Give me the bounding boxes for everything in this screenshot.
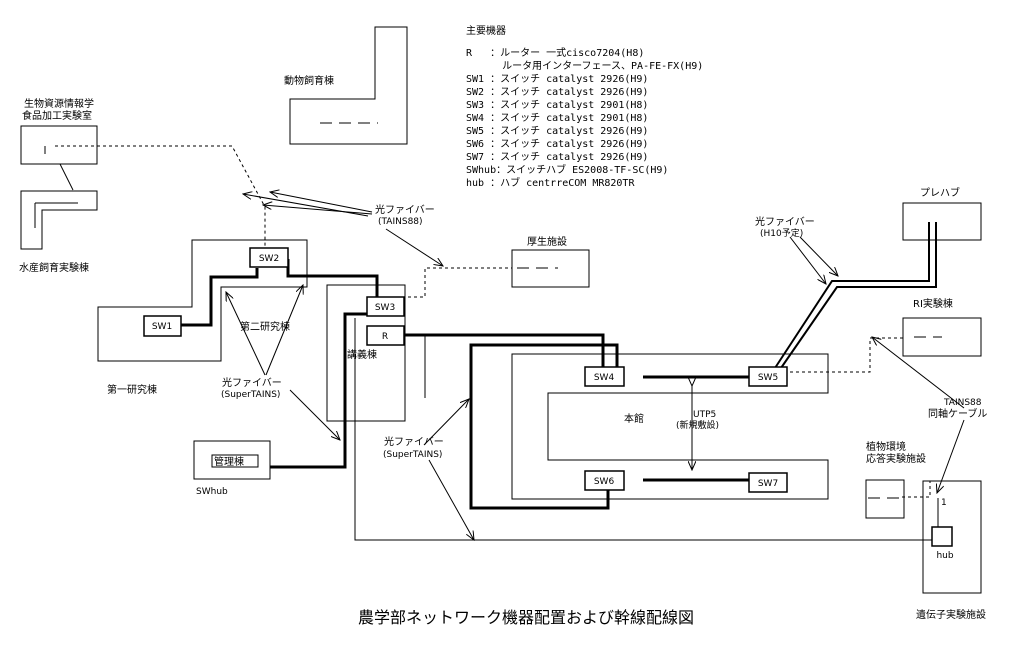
fiber-super-b-label: 光ファイバー	[384, 435, 444, 448]
sw4-box[interactable]	[584, 366, 625, 387]
prefab-building-label: プレハブ	[920, 186, 960, 199]
first-building-label: 第一研究棟	[107, 383, 157, 396]
coax-tains-label: TAINS88	[943, 398, 982, 408]
equipment-line: SW6 ：スイッチ catalyst 2926(H9)	[466, 138, 648, 150]
equipment-line: ルータ用インターフェース、PA-FE-FX(H9)	[466, 60, 703, 72]
fiber-super-a-sub: (SuperTAINS)	[221, 390, 280, 400]
fiber-h10-sub: (H10予定)	[760, 227, 803, 239]
annotation-arrows	[226, 192, 965, 540]
building-internal-lines	[34, 146, 78, 228]
bio-building-label-1: 生物資源情報学	[24, 97, 94, 110]
bio-to-fish-link	[59, 163, 74, 191]
equipment-list: 主要機器 R ：ルーター 一式cisco7204(H8) ルータ用インターフェー…	[466, 24, 703, 189]
swhub-box[interactable]	[211, 454, 259, 468]
admin-building-outline	[193, 440, 271, 480]
router-box[interactable]	[366, 325, 405, 346]
plant-building-outline	[865, 479, 905, 519]
sw6-box[interactable]	[584, 470, 625, 491]
ri-building-outline	[902, 317, 982, 357]
fish-building-label: 水産飼育実験棟	[19, 261, 89, 274]
admin-building-label: 管理棟	[214, 455, 244, 468]
lecture-building-outline	[326, 284, 406, 422]
equipment-line: SW7 ：スイッチ catalyst 2926(H9)	[466, 151, 648, 163]
first-building-outline	[97, 239, 308, 362]
animal-building-outline	[289, 26, 408, 145]
hub-box[interactable]	[931, 526, 953, 547]
second-building-label: 第二研究棟	[240, 320, 290, 333]
main-building-label: 本館	[624, 412, 644, 425]
utp-sub: (新規敷設)	[676, 419, 719, 431]
prefab-building-outline	[902, 202, 982, 241]
dashed-building-lines	[320, 122, 942, 499]
sw3-label: SW3	[375, 303, 395, 313]
equipment-heading: 主要機器	[466, 24, 506, 37]
lecture-building-label: 講義棟	[347, 348, 377, 361]
fiber-super-a-label: 光ファイバー	[222, 376, 282, 389]
port-label: 1	[941, 498, 947, 508]
fiber-tains-sub: (TAINS88)	[378, 217, 423, 227]
sw3-box[interactable]	[366, 296, 405, 317]
equipment-line: SW3 ：スイッチ catalyst 2901(H8)	[466, 99, 648, 111]
fiber-tains-label: 光ファイバー	[375, 203, 435, 216]
router-label: R	[382, 332, 388, 342]
hub-label: hub	[936, 551, 953, 561]
fiber-super-b-sub: (SuperTAINS)	[383, 450, 442, 460]
gene-building-outline	[922, 480, 982, 594]
fiber-h10-label: 光ファイバー	[755, 215, 815, 228]
welfare-building-label: 厚生施設	[527, 235, 567, 248]
fish-building-outline	[20, 190, 98, 250]
coax-cable-label: 同軸ケーブル	[928, 407, 987, 420]
plant-building-label-2: 応答実験施設	[866, 452, 926, 465]
building-outlines	[20, 26, 982, 594]
equipment-line: SW1 ：スイッチ catalyst 2926(H9)	[466, 73, 648, 85]
sw6-label: SW6	[594, 477, 615, 487]
equipment-line: hub ：ハブ centrreCOM MR820TR	[466, 176, 635, 189]
animal-building-label: 動物飼育棟	[284, 74, 334, 87]
equipment-line: SW2 ：スイッチ catalyst 2926(H9)	[466, 86, 648, 98]
sw7-box[interactable]	[748, 472, 788, 493]
sw5-label: SW5	[758, 373, 778, 383]
sw1-box[interactable]	[143, 315, 182, 337]
bio-building-label-2: 食品加工実験室	[22, 109, 92, 122]
sw7-label: SW7	[758, 479, 778, 489]
device-boxes	[143, 247, 953, 547]
bio-building-outline	[20, 125, 98, 165]
plant-building-label-1: 植物環境	[866, 440, 906, 453]
diagram-title: 農学部ネットワーク機器配置および幹線配線図	[358, 608, 694, 627]
tains88-dashed-lines	[55, 145, 931, 498]
equipment-line: SWhub：スイッチハブ ES2008-TF-SC(H9)	[466, 163, 668, 176]
ri-building-label: RI実験棟	[913, 297, 953, 310]
sw5-box[interactable]	[748, 366, 788, 387]
equipment-line: SW5 ：スイッチ catalyst 2926(H9)	[466, 125, 648, 137]
sw2-label: SW2	[259, 254, 279, 264]
sw4-label: SW4	[594, 373, 615, 383]
equipment-line: SW4 ：スイッチ catalyst 2901(H8)	[466, 112, 648, 124]
gene-building-label: 遺伝子実験施設	[916, 608, 986, 621]
equipment-line: R ：ルーター 一式cisco7204(H8)	[466, 46, 644, 59]
sw2-box[interactable]	[249, 247, 289, 268]
utp-label: UTP5	[693, 410, 716, 420]
sw1-label: SW1	[152, 322, 172, 332]
prefab-double-fiber	[774, 222, 937, 369]
swhub-label: SWhub	[196, 487, 228, 497]
main-building-outline	[511, 353, 829, 500]
coax-lines	[354, 318, 939, 541]
